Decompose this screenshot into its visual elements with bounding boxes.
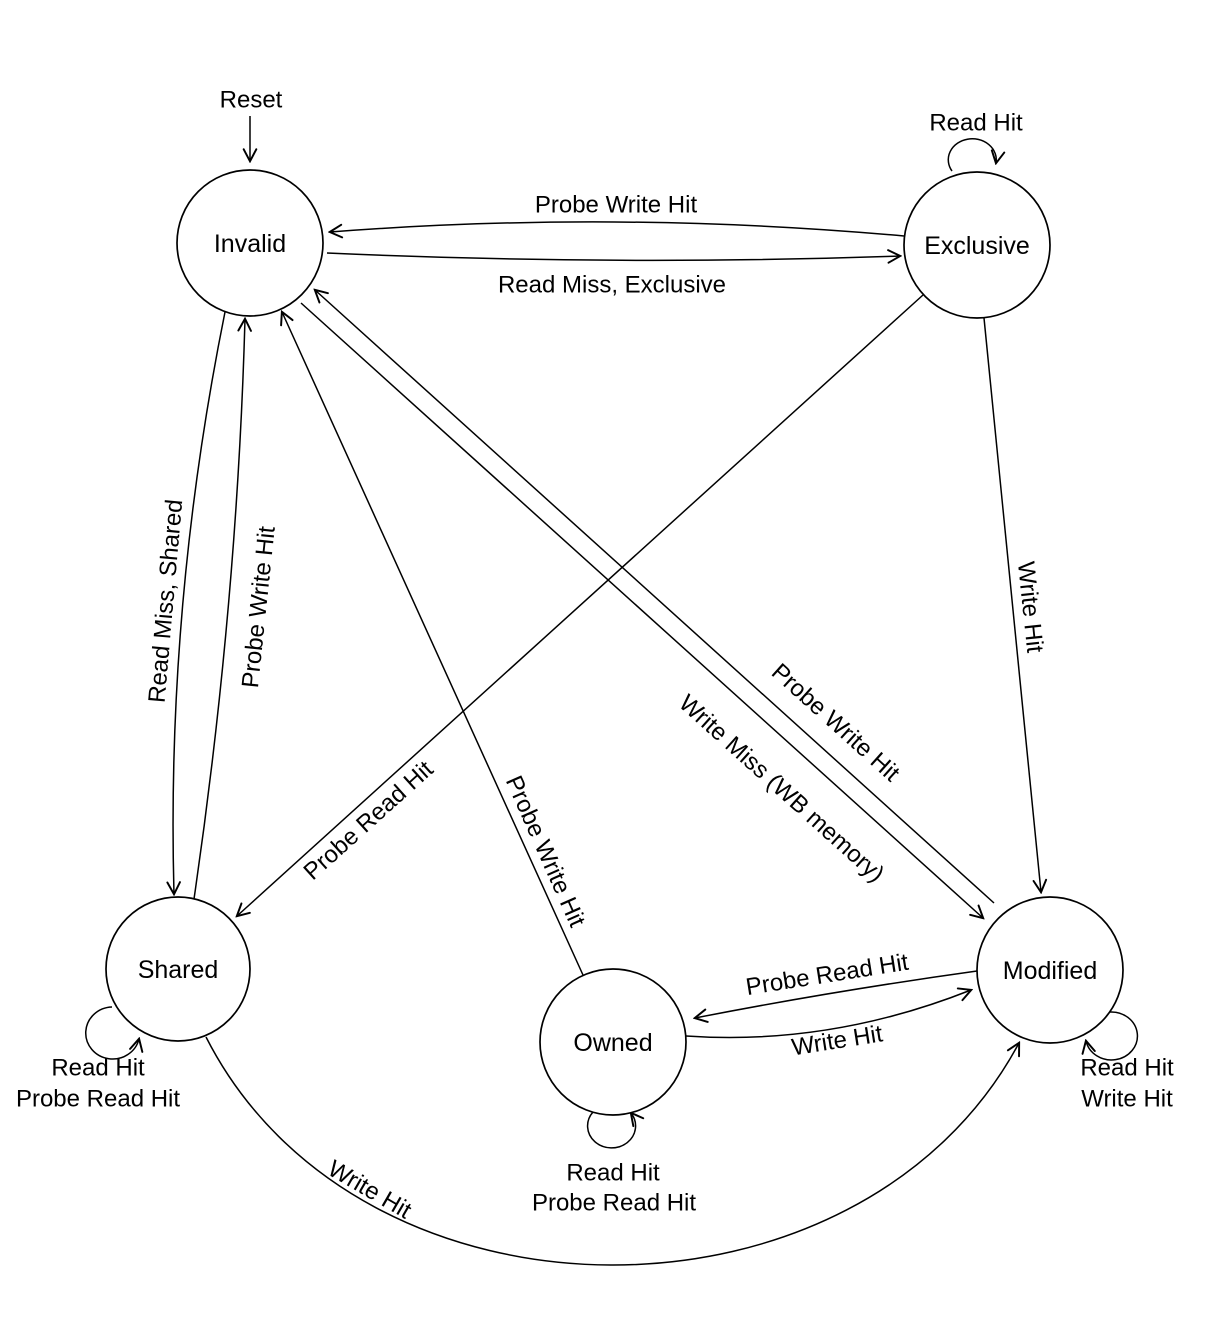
edge-label-modified-loop-line2: Write Hit bbox=[1081, 1085, 1173, 1112]
edge-label-probe-write-hit-top: Probe Write Hit bbox=[535, 191, 698, 218]
edge-exclusive-to-shared bbox=[237, 294, 924, 916]
edge-label-owned-loop-line1: Read Hit bbox=[566, 1159, 660, 1186]
edge-label-reset: Reset bbox=[220, 86, 283, 113]
edge-exclusive-to-modified bbox=[983, 317, 1041, 892]
state-shared-label: Shared bbox=[138, 956, 219, 984]
edge-label-write-miss-wb-memory: Write Miss (WB memory) bbox=[673, 690, 889, 888]
edge-label-probe-write-hit-left: Probe Write Hit bbox=[237, 525, 281, 690]
state-invalid-circle bbox=[176, 169, 324, 317]
state-exclusive-label: Exclusive bbox=[924, 232, 1030, 260]
edge-owned-to-invalid bbox=[282, 312, 584, 976]
state-modified-circle bbox=[976, 896, 1124, 1044]
edge-label-shared-loop-line2: Probe Read Hit bbox=[16, 1085, 180, 1112]
edge-label-write-hit-right: Write Hit bbox=[1012, 560, 1048, 654]
edge-label-shared-loop-line1: Read Hit bbox=[51, 1054, 145, 1081]
edge-label-probe-write-hit-owned: Probe Write Hit bbox=[500, 772, 591, 932]
edge-label-probe-write-hit-diagonal: Probe Write Hit bbox=[766, 658, 905, 787]
edge-label-owned-loop-line2: Probe Read Hit bbox=[532, 1189, 696, 1216]
edge-label-write-hit-bottom: Write Hit bbox=[323, 1155, 416, 1224]
state-invalid-label: Invalid bbox=[214, 230, 286, 258]
edge-invalid-to-exclusive bbox=[326, 253, 900, 260]
edge-exclusive-to-invalid bbox=[330, 221, 905, 236]
state-owned-label: Owned bbox=[573, 1029, 652, 1057]
edge-owned-to-modified bbox=[685, 990, 971, 1039]
edge-shared-self-loop bbox=[85, 1006, 139, 1060]
state-owned-circle bbox=[539, 968, 687, 1116]
edge-modified-self-loop bbox=[1086, 1011, 1139, 1061]
edge-shared-to-invalid bbox=[193, 319, 245, 900]
edge-label-read-miss-shared: Read Miss, Shared bbox=[144, 498, 189, 704]
edge-label-probe-read-hit-diagonal: Probe Read Hit bbox=[299, 756, 439, 886]
edge-label-write-hit-owned-modified: Write Hit bbox=[790, 1020, 885, 1061]
edge-modified-to-invalid bbox=[315, 290, 995, 904]
state-exclusive-circle bbox=[903, 171, 1051, 319]
edge-invalid-to-modified bbox=[300, 302, 983, 918]
edge-invalid-to-shared bbox=[173, 311, 226, 894]
edge-exclusive-self-loop bbox=[947, 138, 996, 172]
state-shared-circle bbox=[105, 896, 251, 1042]
edge-label-modified-loop-line1: Read Hit bbox=[1080, 1054, 1174, 1081]
state-modified-label: Modified bbox=[1003, 957, 1098, 985]
edge-shared-to-modified bbox=[205, 1036, 1019, 1266]
edge-label-read-miss-exclusive: Read Miss, Exclusive bbox=[498, 271, 726, 298]
edge-owned-self-loop bbox=[586, 1112, 636, 1149]
edge-label-read-hit-exclusive: Read Hit bbox=[929, 109, 1023, 136]
edge-modified-to-owned bbox=[695, 970, 978, 1018]
